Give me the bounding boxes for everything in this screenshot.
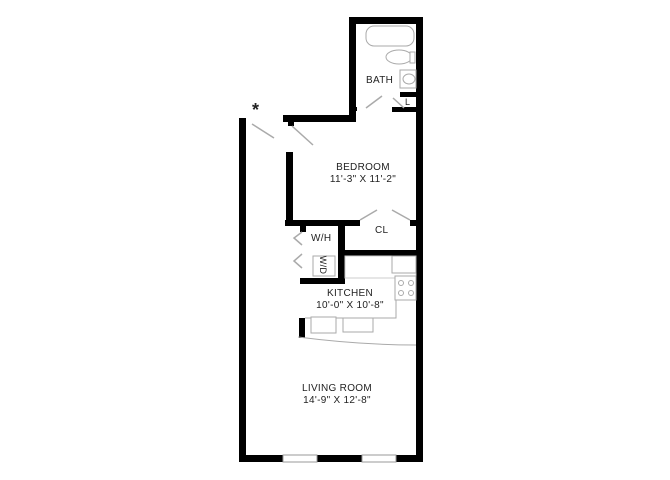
kitchen-sink: [342, 317, 374, 333]
wall-wh: [338, 220, 345, 284]
kitchen-dims: 10'-0" X 10'-8": [316, 300, 384, 311]
fixtures: [297, 25, 417, 346]
wall-closet-bottom: [345, 250, 423, 256]
wall-bedroom-top: [283, 115, 356, 122]
washer-dryer: [312, 255, 336, 277]
entry-marker: *: [252, 100, 260, 120]
linen-label: L: [405, 97, 411, 107]
bath-label: BATH: [366, 75, 394, 86]
wall-bedroom-left: [286, 152, 293, 224]
dishwasher: [310, 316, 337, 334]
wall-left: [239, 118, 246, 462]
bathtub: [365, 25, 415, 47]
wall-bath-left: [349, 17, 356, 122]
stove: [394, 275, 417, 301]
water-heater-label: W/H: [311, 233, 332, 244]
doors: [251, 95, 411, 269]
toilet: [385, 49, 413, 65]
bedroom-name: BEDROOM: [336, 162, 390, 173]
kitchen-name: KITCHEN: [327, 288, 373, 299]
fridge: [391, 255, 417, 274]
wall-bottom: [239, 455, 423, 462]
living-room-label: LIVING ROOM 14'-9" X 12'-8": [292, 383, 382, 407]
bedroom-dims: 11'-3" X 11'-2": [329, 174, 397, 185]
wall-right: [416, 17, 423, 462]
closet-label: CL: [375, 225, 389, 236]
wall-bedroom-bottom: [285, 220, 360, 226]
kitchen-label: KITCHEN 10'-0" X 10'-8": [305, 288, 395, 312]
walls: [239, 17, 423, 462]
windows: [282, 454, 397, 463]
living-room-name: LIVING ROOM: [302, 383, 372, 394]
wall-bath-top: [349, 17, 423, 24]
living-room-dims: 14'-9" X 12'-8": [303, 395, 371, 406]
washer-dryer-label: W/D: [318, 255, 329, 275]
bedroom-label: BEDROOM 11'-3" X 11'-2": [323, 162, 403, 186]
